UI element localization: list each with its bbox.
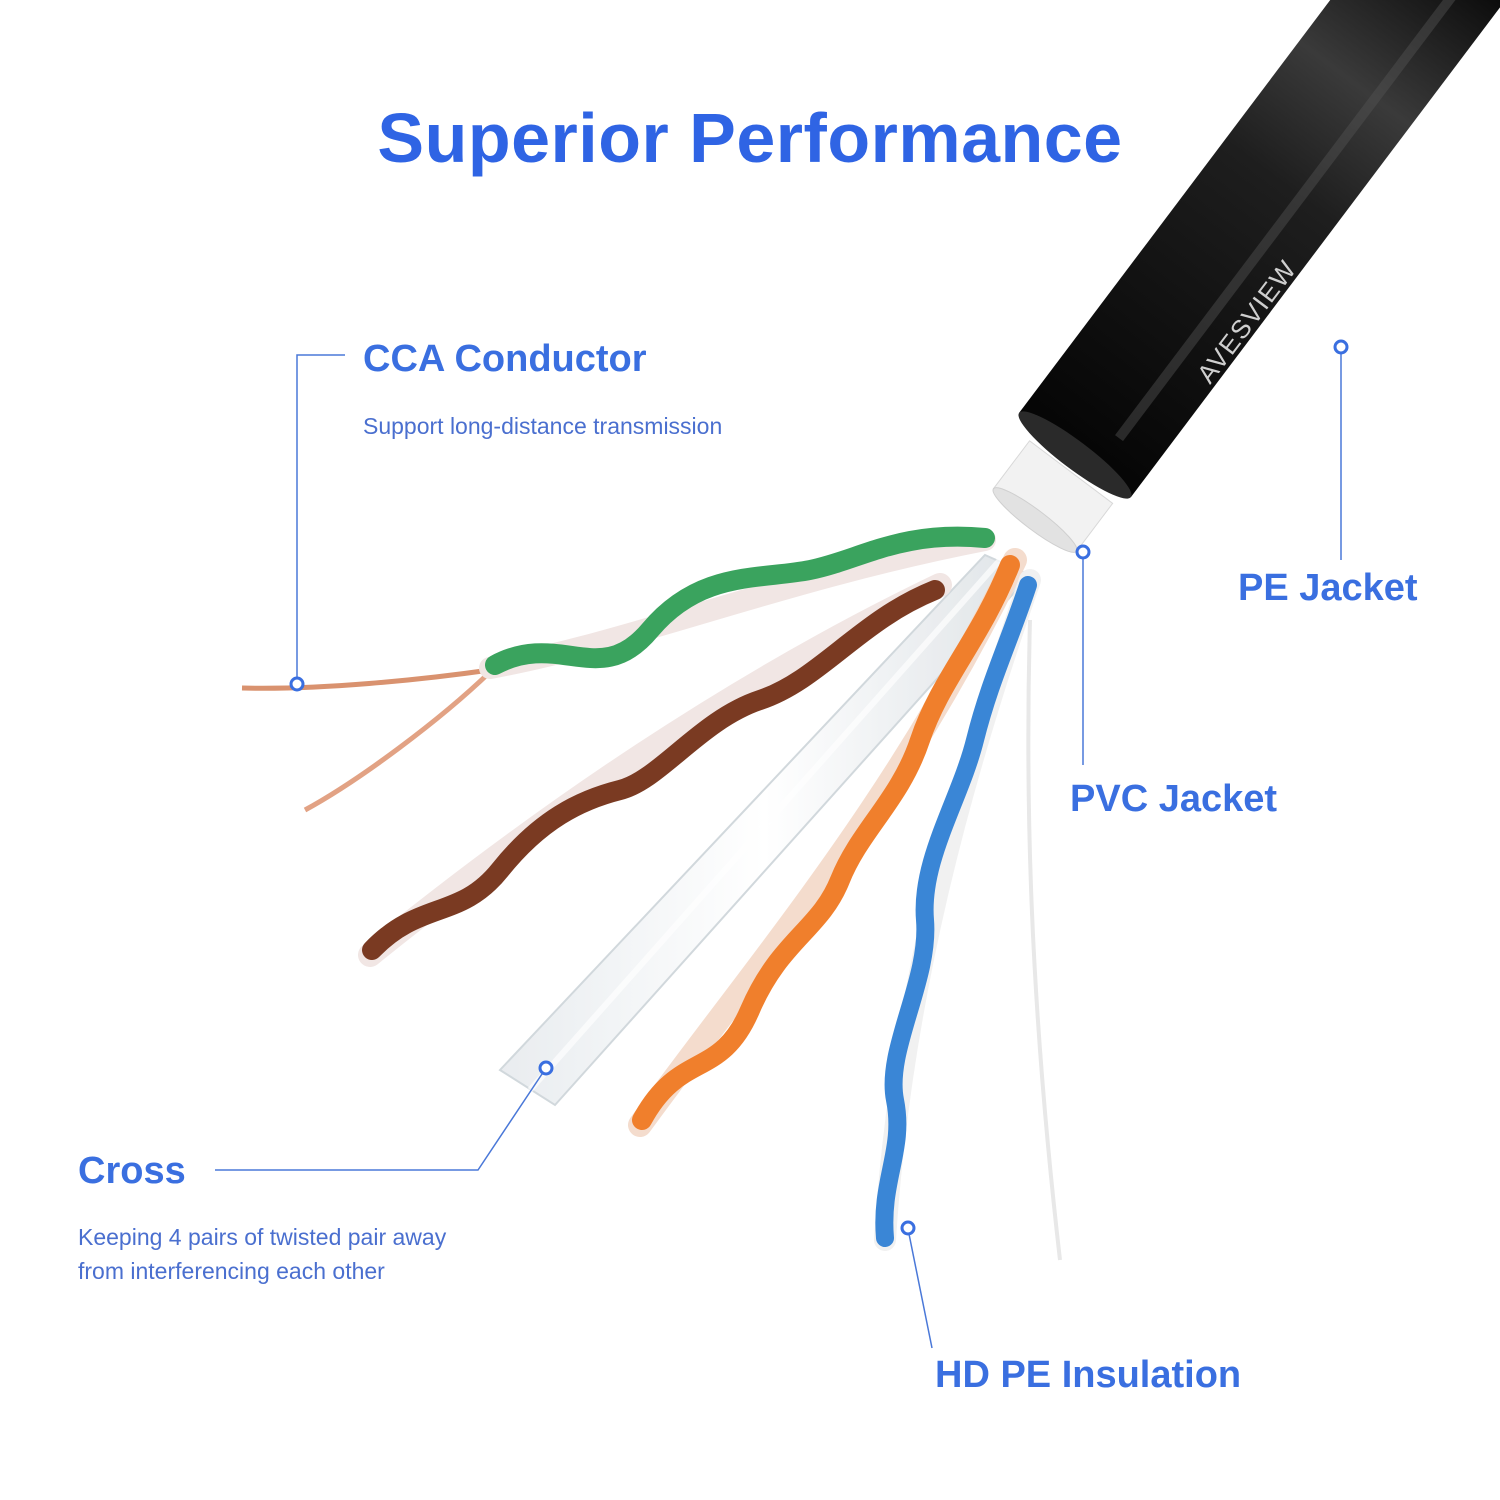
label-pe-jacket: PE Jacket <box>1238 567 1418 609</box>
marker-cross <box>538 1060 554 1076</box>
label-hd-pe-insulation: HD PE Insulation <box>935 1354 1242 1396</box>
leader-hd-pe <box>907 1228 933 1349</box>
marker-hd-pe <box>900 1220 916 1236</box>
pe-jacket-end <box>1018 411 1132 499</box>
orange-pair-orange-wire <box>632 555 1020 1130</box>
pe-jacket-shape: AVESVIEW <box>1018 0 1500 499</box>
page-title: Superior Performance <box>377 99 1123 177</box>
leader-cross <box>215 1067 547 1171</box>
leader-cca <box>296 354 345 680</box>
brown-pair-brown-wire <box>362 580 945 960</box>
marker-dots <box>289 339 1349 1236</box>
desc-cross-line2: from interferencing each other <box>78 1258 385 1284</box>
marker-cca <box>289 676 305 692</box>
blue-pair-blue-wire <box>875 576 1037 1247</box>
label-cross: Cross <box>78 1150 186 1192</box>
label-pvc-jacket: PVC Jacket <box>1070 778 1278 820</box>
marker-pvc-jacket <box>1075 544 1091 560</box>
leader-lines <box>215 352 1342 1349</box>
green-pair-green-wire <box>485 526 995 675</box>
pe-jacket-body <box>1019 0 1500 498</box>
pe-jacket-highlight <box>1115 0 1461 442</box>
copper-wire-2 <box>303 670 492 813</box>
label-cca-conductor: CCA Conductor <box>363 338 647 380</box>
rip-cord <box>1026 619 1062 1261</box>
marker-pe-jacket <box>1333 339 1349 355</box>
pvc-jacket-shape <box>992 440 1114 553</box>
desc-cross-line1: Keeping 4 pairs of twisted pair away <box>78 1224 447 1250</box>
copper-wire-1 <box>241 667 491 691</box>
desc-cca-conductor: Support long-distance transmission <box>363 413 723 439</box>
cross-separator-highlight <box>527 558 1003 1092</box>
